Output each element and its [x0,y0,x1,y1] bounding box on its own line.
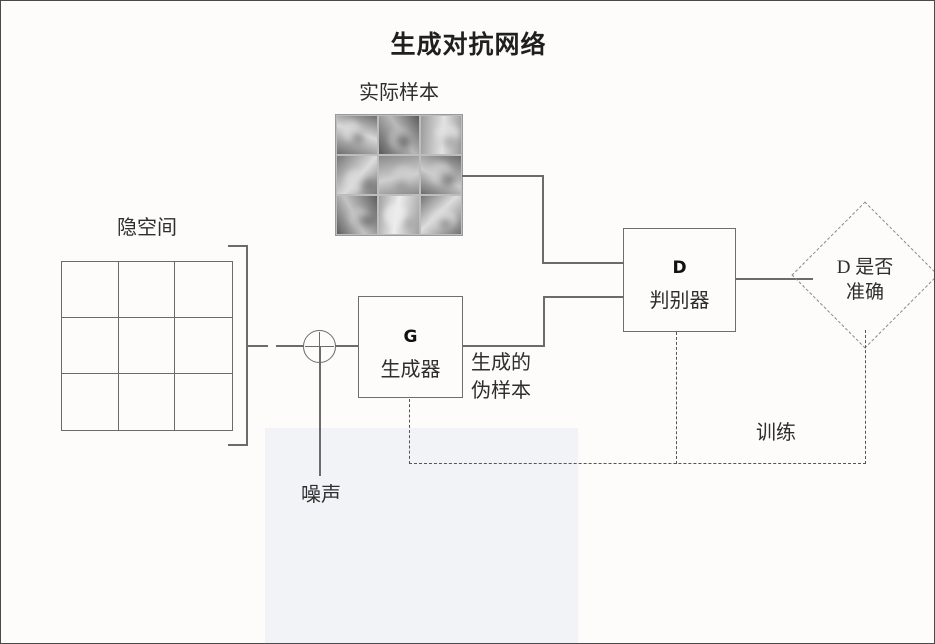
training-feedback-from-decision [865,330,866,464]
connector-real-to-d-seg3 [542,262,624,264]
decision-label-line1: D 是否 [836,257,894,278]
latent-space-grid [61,261,233,431]
fake-samples-label-line1: 生成的 [471,352,531,374]
watermark-notch [578,428,650,643]
latent-cell [119,374,176,430]
discriminator-letter: D [672,258,687,278]
decision-label: D 是否 准确 [801,256,929,305]
latent-cell [118,318,176,374]
photo-cell [420,195,462,235]
latent-bracket-top-stub [228,245,248,247]
real-samples-label: 实际样本 [359,82,439,104]
real-samples-image-grid [335,114,463,236]
connector-latent-to-plus [276,345,304,347]
fake-samples-label-line2: 伪样本 [471,380,531,402]
decision-label-line2: 准确 [845,281,884,303]
latent-cell [118,262,176,318]
training-label: 训练 [756,422,796,444]
connector-d-to-decision [735,278,813,280]
training-feedback-to-generator [409,399,410,464]
connector-g-to-d-seg3 [543,296,624,298]
connector-real-to-d-seg1 [462,175,544,177]
connector-plus-to-g [335,345,359,347]
noise-line [319,346,321,476]
training-feedback-horizontal [409,463,866,464]
noise-label: 噪声 [301,484,341,506]
latent-cell [175,318,232,374]
photo-cell [336,115,378,155]
latent-bracket-out-stub [246,345,268,347]
generator-name: 生成器 [380,359,441,381]
latent-cell [175,262,232,318]
photo-cell [336,195,378,235]
photo-cell [336,155,378,195]
latent-cell [175,374,232,430]
photo-cell [420,155,462,195]
photo-cell [420,115,462,155]
latent-cell [62,318,119,374]
watermark-shape [301,488,531,643]
training-feedback-to-discriminator [676,332,677,464]
connector-real-to-d-seg2 [542,175,544,263]
photo-cell [378,195,420,235]
photo-cell [378,155,420,195]
generator-letter: G [403,327,418,347]
connector-g-to-d-seg1 [462,345,545,347]
generator-box[interactable]: G 生成器 [358,296,463,398]
discriminator-name: 判别器 [649,290,710,312]
page-title: 生成对抗网络 [390,30,547,59]
latent-cell [62,262,119,318]
latent-cell [62,374,119,430]
discriminator-box[interactable]: D 判别器 [623,228,736,332]
latent-bracket-bottom-stub [228,444,248,446]
background-watermark [265,428,650,643]
photo-cell [378,115,420,155]
connector-g-to-d-seg2 [543,296,545,346]
latent-space-label: 隐空间 [117,217,177,239]
